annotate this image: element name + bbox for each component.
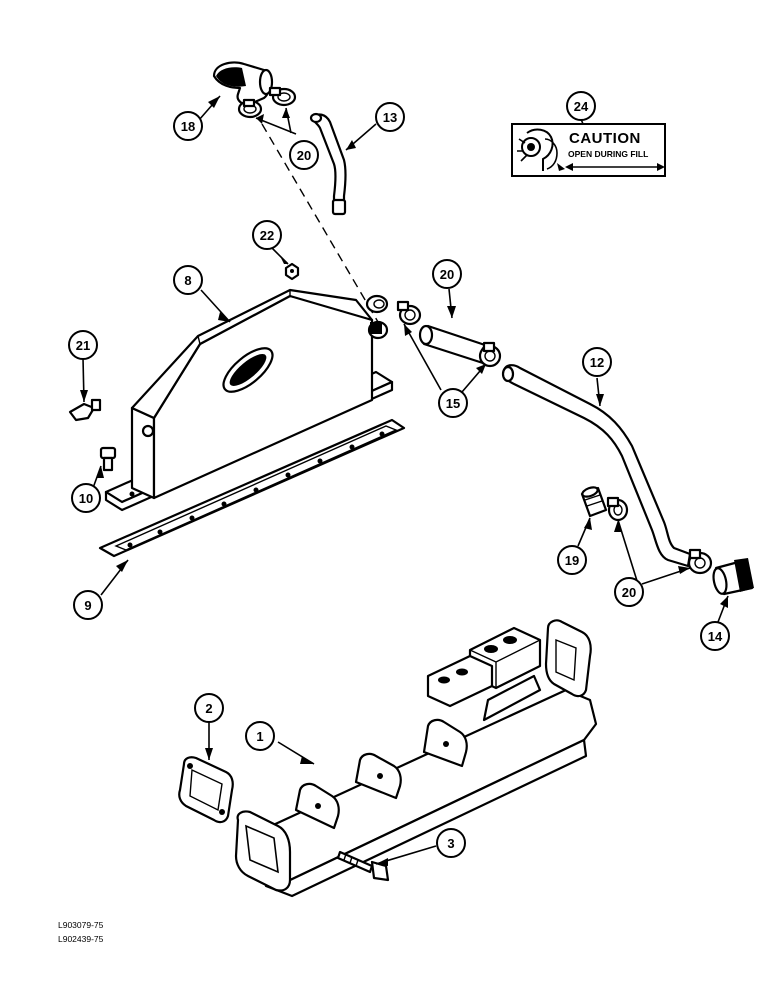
petcock-part-21	[68, 398, 102, 422]
callout-12: 12	[582, 347, 612, 377]
caution-decal-part-24: CAUTION OPEN DURING FILL	[511, 123, 666, 177]
callout-18-label: 18	[181, 119, 195, 134]
callout-24: 24	[566, 91, 596, 121]
callout-21-label: 21	[76, 338, 90, 353]
leader-arrowheads	[80, 96, 728, 866]
callout-22: 22	[252, 220, 282, 250]
plug-part-22	[284, 262, 300, 281]
callout-20-top-label: 20	[297, 148, 311, 163]
callout-14-label: 14	[708, 629, 723, 644]
caution-subtitle: OPEN DURING FILL	[568, 149, 649, 159]
reference-number-2: L902439-75	[58, 934, 104, 944]
gasket-part-9	[98, 418, 406, 558]
callout-19-label: 19	[565, 553, 579, 568]
callout-8-label: 8	[184, 273, 191, 288]
callout-18: 18	[173, 111, 203, 141]
callout-10: 10	[71, 483, 101, 513]
double-arrow-icon	[565, 163, 665, 171]
callout-14: 14	[700, 621, 730, 651]
callout-15-label: 15	[446, 396, 460, 411]
reference-number-1: L903079-75	[58, 920, 104, 930]
callout-3-label: 3	[447, 836, 454, 851]
callout-12-label: 12	[590, 355, 604, 370]
exhaust-manifold-part-1	[234, 619, 598, 898]
cap-screw-part-10	[99, 446, 117, 472]
callout-9-label: 9	[84, 598, 91, 613]
callout-20-lower: 20	[614, 577, 644, 607]
callout-24-label: 24	[574, 99, 589, 114]
callout-10-label: 10	[79, 491, 93, 506]
callout-1-label: 1	[256, 729, 263, 744]
callout-20-middle-label: 20	[440, 267, 454, 282]
callout-3: 3	[436, 828, 466, 858]
cap-pictogram-icon	[517, 128, 565, 171]
callout-13: 13	[375, 102, 405, 132]
callout-9: 9	[73, 590, 103, 620]
callout-13-label: 13	[383, 110, 397, 125]
callout-20-top: 20	[289, 140, 319, 170]
callout-15: 15	[438, 388, 468, 418]
vent-tube-part-13	[309, 112, 347, 216]
caution-title: CAUTION	[569, 130, 641, 147]
callout-8: 8	[173, 265, 203, 295]
callout-20-lower-label: 20	[622, 585, 636, 600]
callout-19: 19	[557, 545, 587, 575]
hose-clamps-part-20-top	[237, 86, 297, 119]
hose-part-14	[712, 558, 754, 596]
callout-1: 1	[245, 721, 275, 751]
callout-22-label: 22	[260, 228, 274, 243]
fitting-part-19	[580, 486, 608, 518]
callout-21: 21	[68, 330, 98, 360]
elbow-hose-part-18	[212, 61, 274, 106]
aftercooler-housing-part-8	[104, 288, 394, 512]
callout-2-label: 2	[205, 701, 212, 716]
callout-2: 2	[194, 693, 224, 723]
hose-clamps-part-20-middle	[396, 300, 502, 368]
manifold-gasket-part-2	[178, 756, 234, 824]
callout-20-middle: 20	[432, 259, 462, 289]
hose-clamps-part-20-lower	[606, 496, 713, 575]
